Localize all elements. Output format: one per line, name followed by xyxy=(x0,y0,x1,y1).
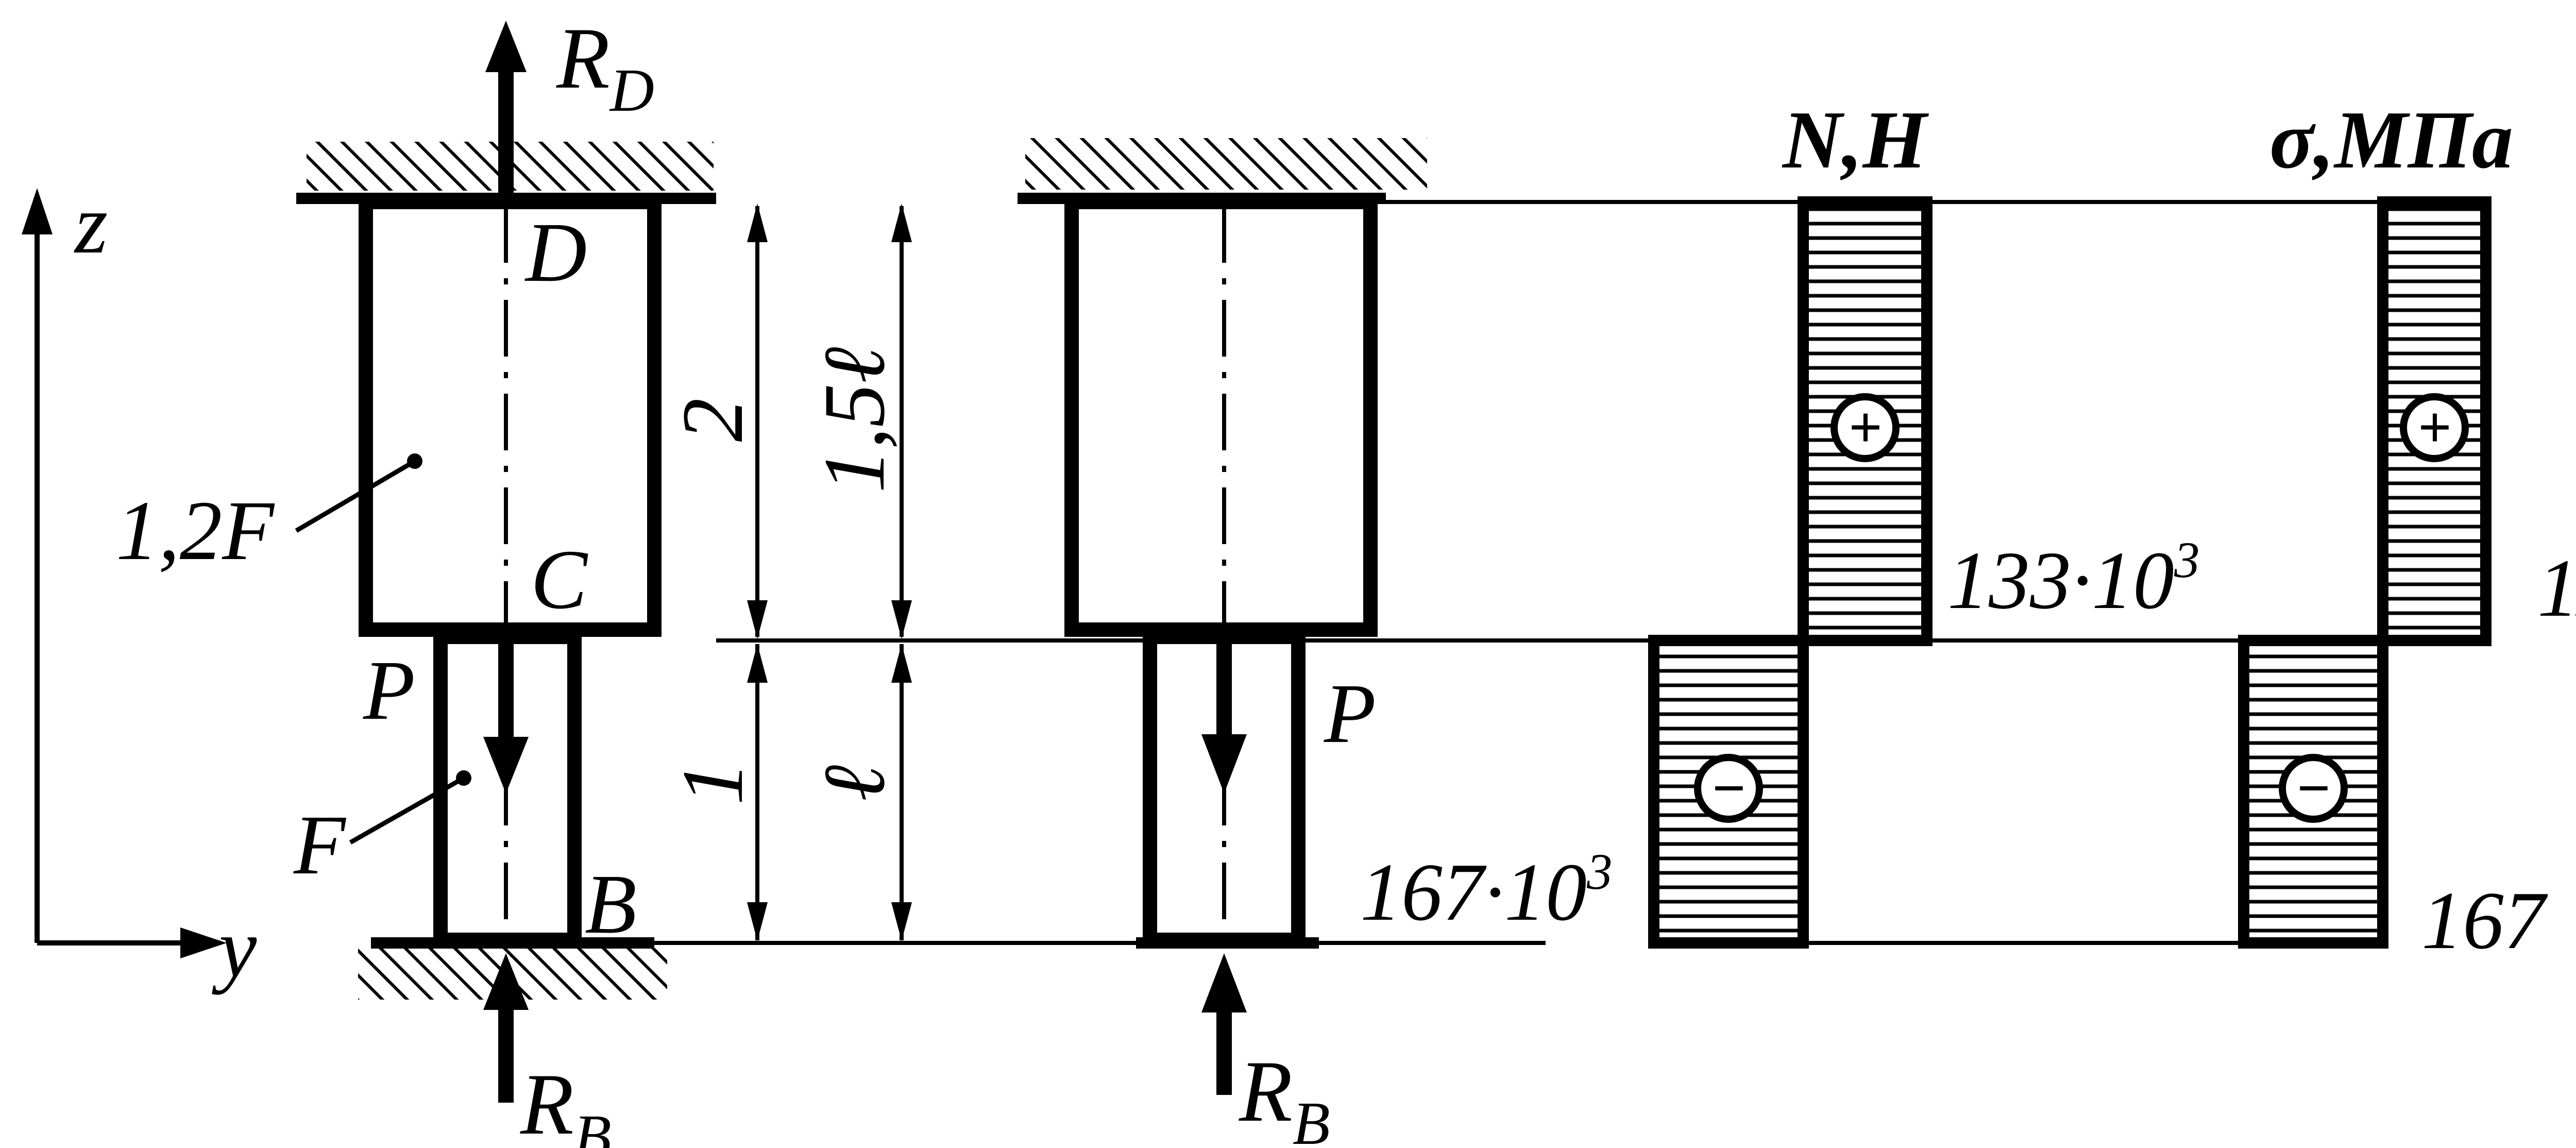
coordinate-axes xyxy=(22,188,227,958)
label-axis-z: z xyxy=(74,177,108,271)
dimension-numbers xyxy=(654,200,1803,945)
value-sigma-upper: 111 xyxy=(2537,542,2576,634)
support-top-middle xyxy=(1025,138,1427,190)
label-dim-number-lower: 1 xyxy=(664,762,761,805)
labels: RD D C B P P RB RB z y 1,2F F 2 1 1,5ℓ ℓ… xyxy=(74,10,2576,1148)
load-p-arrowhead-middle xyxy=(1201,734,1247,794)
label-point-b: B xyxy=(585,857,637,951)
z-axis-arrowhead xyxy=(22,188,53,234)
label-dim-length-upper: 1,5ℓ xyxy=(806,347,903,493)
label-point-d: D xyxy=(524,205,587,299)
rod-upper-segment xyxy=(359,195,662,637)
sigma-upper-plus-circle xyxy=(2400,393,2469,462)
sigma-lower-sign: − xyxy=(2295,755,2331,821)
leader-upper-area xyxy=(295,459,416,533)
value-sigma-lower: 167 xyxy=(2421,874,2548,966)
label-point-c: C xyxy=(531,532,588,627)
n-upper-sign: + xyxy=(1848,395,1882,460)
reaction-d-arrowhead xyxy=(485,21,527,72)
value-n-upper: 133·103 xyxy=(1947,532,2200,626)
y-axis-arrowhead xyxy=(180,927,227,958)
epure-n xyxy=(1648,196,1933,949)
reaction-b-arrowhead-middle xyxy=(1201,953,1247,1012)
label-load-p-middle: P xyxy=(1324,666,1376,761)
label-load-p-left: P xyxy=(363,643,415,737)
sigma-lower-minus-circle xyxy=(2279,754,2348,823)
rod-middle xyxy=(1018,138,1427,1095)
label-reaction-b-middle: RB xyxy=(1239,1043,1330,1148)
leader-upper-dot xyxy=(407,453,422,469)
reaction-b-arrowhead-left xyxy=(483,953,529,1010)
n-upper-plus-circle xyxy=(1831,393,1900,462)
label-dim-number-upper: 2 xyxy=(664,398,761,442)
label-dim-length-lower: ℓ xyxy=(806,765,903,802)
value-n-lower: 167·103 xyxy=(1360,844,1613,938)
leader-lower-dot xyxy=(456,770,471,786)
label-reaction-b-left: RB xyxy=(520,1056,612,1148)
load-p-arrowhead-left xyxy=(483,737,529,794)
sign-circles: + − + − xyxy=(1694,393,2469,823)
leader-lower-area xyxy=(349,776,465,845)
label-reaction-d: RD xyxy=(556,10,654,124)
label-area-lower: F xyxy=(293,798,347,892)
rod-upper-segment-middle xyxy=(1064,195,1378,637)
label-axis-y: y xyxy=(212,901,257,995)
n-lower-sign: − xyxy=(1710,755,1747,821)
rod-left xyxy=(22,21,1803,1103)
n-lower-minus-circle xyxy=(1694,754,1763,823)
title-sigma-plot: σ,МПа xyxy=(2269,94,2513,185)
title-n-plot: N,H xyxy=(1782,94,1929,185)
sigma-upper-sign: + xyxy=(2417,395,2451,460)
label-area-upper: 1,2F xyxy=(116,483,275,578)
